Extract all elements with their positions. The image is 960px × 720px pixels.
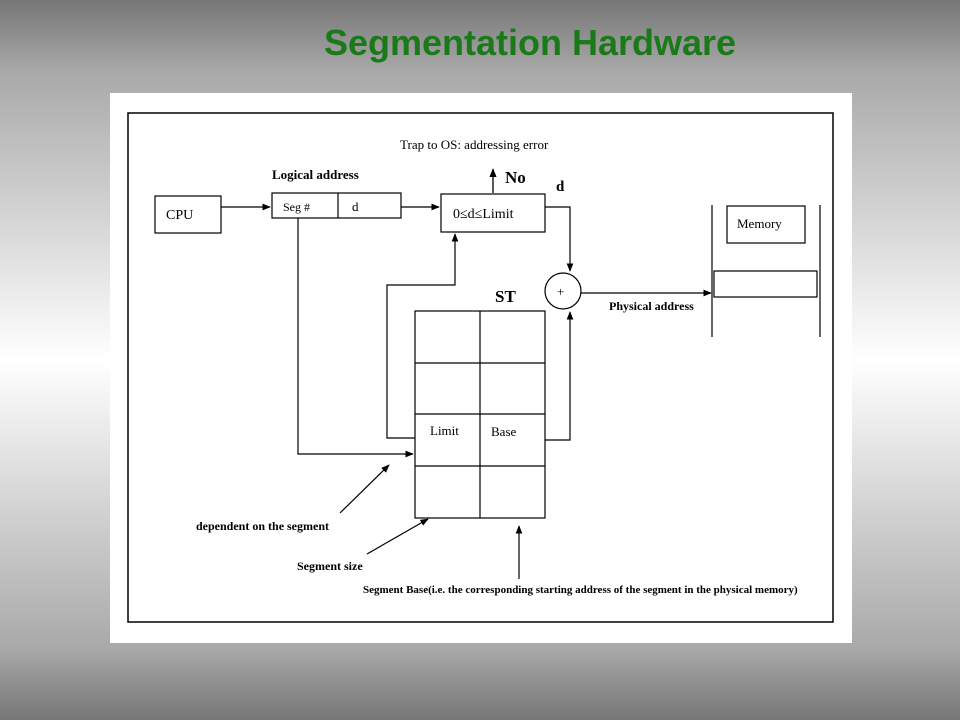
memory-label-box bbox=[726, 205, 806, 244]
seg-field-label: Seg # bbox=[283, 200, 310, 214]
adder-symbol: + bbox=[557, 284, 564, 299]
check-to-adder-arrow bbox=[545, 206, 574, 272]
segmentation-diagram: Trap to OS: addressing error No d CPU Lo… bbox=[127, 112, 834, 623]
cpu-label: CPU bbox=[166, 208, 193, 223]
limit-check-box bbox=[440, 193, 546, 233]
slide-title: Segmentation Hardware bbox=[323, 22, 737, 63]
segment-table-label: ST bbox=[495, 287, 516, 306]
annotation-segment-base: Segment Base(i.e. the corresponding star… bbox=[363, 584, 798, 596]
no-label: No bbox=[505, 168, 526, 187]
annotation-dependent: dependent on the segment bbox=[196, 519, 329, 533]
limit-check-label: 0≤d≤Limit bbox=[453, 207, 514, 222]
base-cell-label: Base bbox=[491, 424, 517, 439]
logical-address-label: Logical address bbox=[272, 167, 359, 182]
d-label: d bbox=[556, 179, 565, 195]
trap-label: Trap to OS: addressing error bbox=[400, 137, 549, 152]
dependent-annotation-arrow bbox=[339, 464, 390, 514]
diagram-panel: Trap to OS: addressing error No d CPU Lo… bbox=[110, 93, 852, 643]
memory-label: Memory bbox=[737, 216, 782, 231]
seg-to-table-arrow bbox=[297, 218, 414, 458]
offset-field-label: d bbox=[352, 199, 359, 214]
limit-to-check-arrow bbox=[386, 233, 459, 439]
adder-circle bbox=[544, 272, 582, 310]
cpu-box bbox=[154, 195, 222, 234]
physical-address-label: Physical address bbox=[609, 299, 694, 313]
annotation-segment-size: Segment size bbox=[297, 559, 363, 573]
diagram-border bbox=[127, 112, 834, 623]
segment-size-annotation-arrow bbox=[366, 518, 429, 555]
limit-cell-label: Limit bbox=[430, 423, 459, 438]
base-to-adder-arrow bbox=[545, 311, 574, 441]
logical-address-box bbox=[271, 192, 402, 219]
memory-target-slot bbox=[713, 270, 818, 298]
